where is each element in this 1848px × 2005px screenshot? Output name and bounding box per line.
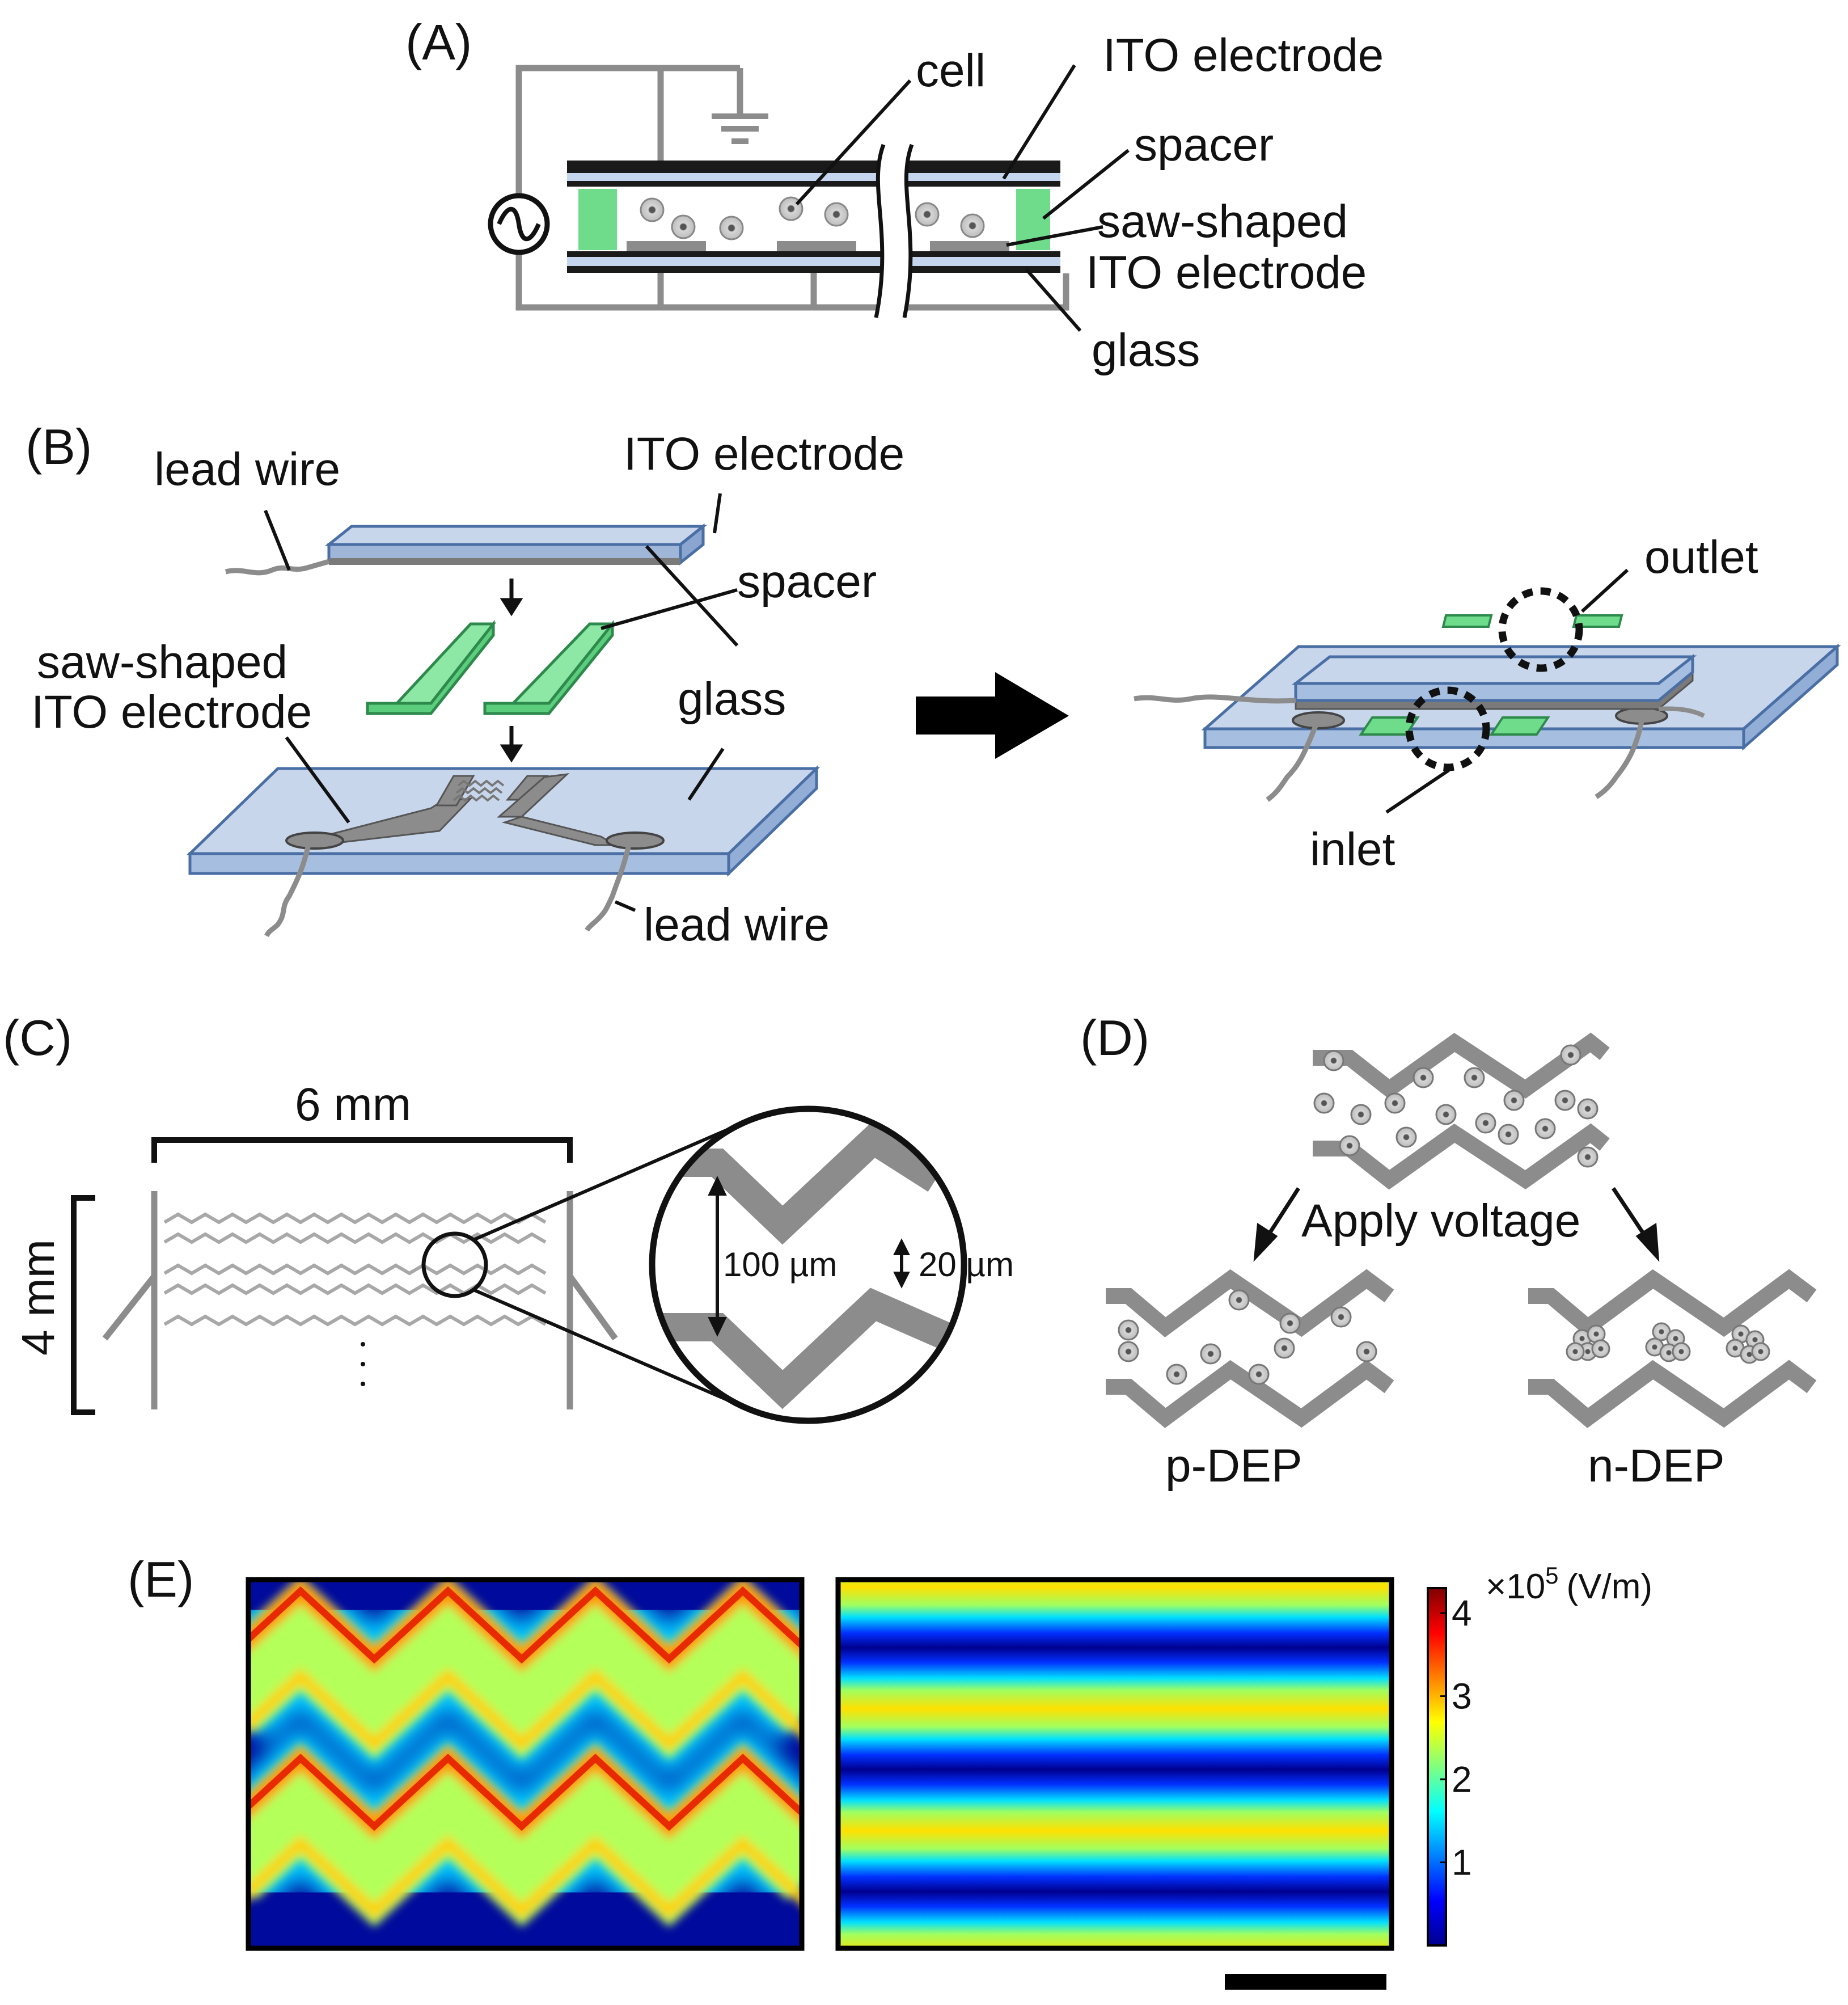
- label-ito-electrode-b: ITO electrode: [624, 428, 904, 480]
- ground-icon: [712, 113, 768, 144]
- panel-b: (B): [26, 419, 1841, 951]
- panel-a: (A): [405, 14, 1384, 376]
- label-gap: 100 µm: [723, 1246, 837, 1284]
- label-inlet: inlet: [1310, 824, 1395, 875]
- colorbar-tick-label: 2: [1452, 1759, 1472, 1800]
- assembled-device: [1134, 614, 1841, 802]
- label-lead-wire-bottom: lead wire: [644, 899, 830, 951]
- label-spacer-b: spacer: [737, 556, 877, 607]
- scale-bar: [1225, 1974, 1386, 1990]
- panel-d: (D): [1080, 1010, 1817, 1492]
- magnifier-circle: [649, 1105, 967, 1424]
- colorbar-ticks: 1 2 3 4: [1440, 1593, 1472, 1882]
- label-saw-shaped-b-1: saw-shaped: [37, 636, 287, 688]
- colorbar-tick-label: 1: [1452, 1842, 1472, 1882]
- assembly-arrow-icon: [916, 672, 1069, 759]
- break-mark: [874, 143, 914, 318]
- label-glass-b: glass: [678, 673, 786, 725]
- panel-b-tag: (B): [26, 419, 92, 475]
- label-spacer-a: spacer: [1134, 119, 1274, 171]
- cell-clusters-ndep: [1566, 1322, 1770, 1364]
- label-saw-shaped-b-2: ITO electrode: [31, 686, 312, 738]
- cells-pdep: [1118, 1289, 1377, 1385]
- height-bracket: [71, 1195, 95, 1415]
- top-ito-plate: [567, 161, 1060, 187]
- electrode-bus: [102, 1191, 618, 1409]
- panel-e: (E): [128, 1551, 1652, 1990]
- label-width: 6 mm: [295, 1079, 411, 1130]
- field-map-straight-frame: [835, 1577, 1394, 1951]
- colorbar-unit: ×105(V/m): [1486, 1562, 1652, 1606]
- split-arrows: [1253, 1187, 1660, 1262]
- leaders-b: [264, 493, 739, 912]
- zoom-lines: [472, 1121, 744, 1408]
- field-map-straight: [838, 1580, 1392, 1948]
- lead-wires-bottom-b: [264, 842, 632, 938]
- label-glass-a: glass: [1092, 324, 1200, 376]
- leaders-b2: [1385, 568, 1629, 814]
- label-saw-shaped-a-1: saw-shaped: [1097, 196, 1348, 247]
- cells-a: [640, 196, 985, 240]
- zigzag-pdep: [1106, 1269, 1394, 1428]
- leaders-a: [795, 64, 1130, 332]
- panel-a-tag: (A): [405, 14, 472, 70]
- label-outlet: outlet: [1644, 531, 1758, 583]
- label-p-dep: p-DEP: [1165, 1440, 1303, 1492]
- label-ito-electrode-a: ITO electrode: [1103, 29, 1384, 81]
- spacer-left: [578, 189, 617, 250]
- cells-top-d: [1313, 1044, 1599, 1168]
- outlet-marker: [1498, 587, 1583, 672]
- inlet-marker: [1405, 686, 1490, 771]
- label-apply-voltage: Apply voltage: [1301, 1195, 1580, 1247]
- panel-c: (C) 6 mm 4 mm: [3, 1010, 1014, 1424]
- width-bracket: [151, 1137, 573, 1163]
- colorbar: [1427, 1587, 1447, 1947]
- dimension-arrows-c: [708, 1176, 910, 1337]
- spacer-bars-b: [366, 619, 616, 715]
- zoom-source-circle: [421, 1231, 488, 1298]
- label-lead-wire-top: lead wire: [154, 444, 340, 495]
- panel-e-tag: (E): [128, 1551, 194, 1607]
- colorbar-tick-label: 4: [1452, 1593, 1472, 1633]
- ac-source-icon: [488, 193, 550, 255]
- panel-d-tag: (D): [1080, 1010, 1149, 1066]
- label-height: 4 mm: [12, 1239, 64, 1356]
- panel-c-tag: (C): [3, 1010, 72, 1066]
- saw-electrode-pattern-b: [285, 773, 665, 850]
- label-n-dep: n-DEP: [1588, 1440, 1725, 1492]
- colorbar-tick-label: 3: [1452, 1675, 1472, 1716]
- assembly-arrows: [500, 579, 523, 763]
- saw-electrodes-section: [627, 241, 1009, 251]
- label-saw-shaped-a-2: ITO electrode: [1086, 247, 1367, 298]
- label-cell: cell: [916, 45, 986, 96]
- exploded-ito-slab: [324, 523, 708, 566]
- label-line-width: 20 µm: [919, 1246, 1014, 1284]
- continuation-dots: [361, 1342, 365, 1386]
- field-map-saw-frame: [246, 1577, 805, 1951]
- bottom-glass-plate: [567, 251, 1060, 273]
- lead-wire-top: [225, 559, 330, 576]
- field-map-saw: [248, 1580, 802, 1948]
- zigzag-ndep: [1528, 1269, 1817, 1428]
- zigzag-rows-c: [163, 1212, 547, 1327]
